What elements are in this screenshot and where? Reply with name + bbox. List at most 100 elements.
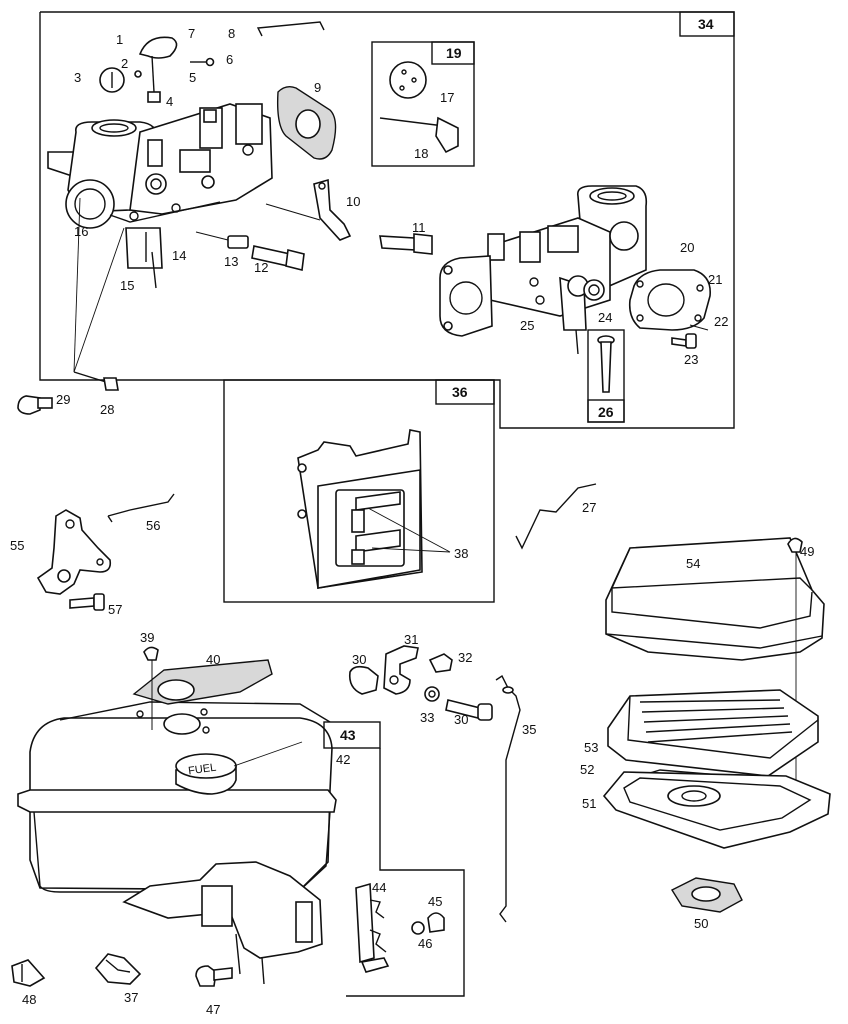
gasket-50 bbox=[670, 877, 743, 913]
label-39: 39 bbox=[140, 630, 154, 645]
link-wire-8 bbox=[256, 21, 325, 37]
label-14: 14 bbox=[172, 248, 186, 263]
base-51 bbox=[602, 771, 831, 849]
label-9: 9 bbox=[314, 80, 321, 95]
label-29: 29 bbox=[56, 392, 70, 407]
label-52: 52 bbox=[580, 762, 594, 777]
label-15: 15 bbox=[120, 278, 134, 293]
spring-13 bbox=[195, 231, 249, 249]
lever-31 bbox=[383, 645, 419, 695]
label-46: 46 bbox=[418, 936, 432, 951]
kit-43-label: 43 bbox=[340, 727, 356, 743]
label-3: 3 bbox=[74, 70, 81, 85]
label-57: 57 bbox=[108, 602, 122, 617]
clip-37 bbox=[94, 953, 142, 985]
label-24: 24 bbox=[598, 310, 612, 325]
label-18: 18 bbox=[414, 146, 428, 161]
part-labels: 1 2 3 4 5 6 7 8 9 10 11 12 13 14 15 16 1… bbox=[10, 26, 814, 1017]
label-2: 2 bbox=[121, 56, 128, 71]
label-7: 7 bbox=[188, 26, 195, 41]
label-33: 33 bbox=[420, 710, 434, 725]
label-44: 44 bbox=[372, 880, 386, 895]
label-48: 48 bbox=[22, 992, 36, 1007]
label-16: 16 bbox=[74, 224, 88, 239]
lever-10 bbox=[265, 178, 352, 241]
bushing-30a bbox=[348, 665, 379, 695]
label-11: 11 bbox=[412, 220, 426, 235]
screw-49 bbox=[787, 537, 803, 820]
label-50: 50 bbox=[694, 916, 708, 931]
gasket-9 bbox=[276, 85, 337, 160]
label-35: 35 bbox=[522, 722, 536, 737]
label-12: 12 bbox=[254, 260, 268, 275]
label-4: 4 bbox=[166, 94, 173, 109]
pump-20-21 bbox=[628, 269, 711, 349]
label-17: 17 bbox=[440, 90, 454, 105]
label-23: 23 bbox=[684, 352, 698, 367]
bolt-47 bbox=[195, 965, 233, 987]
choke-shaft-parts bbox=[99, 36, 215, 103]
bolt-29 bbox=[17, 395, 53, 415]
gasket-40 bbox=[132, 659, 273, 705]
leader-42 bbox=[233, 741, 303, 767]
label-47: 47 bbox=[206, 1002, 220, 1017]
bracket-55 bbox=[36, 509, 112, 595]
kit-43-outline bbox=[323, 721, 465, 997]
screw-12 bbox=[251, 245, 305, 271]
label-51: 51 bbox=[582, 796, 596, 811]
inset-26 bbox=[587, 329, 625, 423]
label-56: 56 bbox=[146, 518, 160, 533]
label-28: 28 bbox=[100, 402, 114, 417]
inset-36-label: 36 bbox=[452, 384, 468, 400]
cover-54 bbox=[605, 537, 825, 661]
label-6: 6 bbox=[226, 52, 233, 67]
screw-11 bbox=[379, 233, 433, 255]
label-42: 42 bbox=[336, 752, 350, 767]
label-5: 5 bbox=[189, 70, 196, 85]
label-30a: 30 bbox=[352, 652, 366, 667]
filter-53 bbox=[607, 689, 819, 777]
inset-36 bbox=[223, 379, 495, 603]
fuel-tank-43: FUEL bbox=[17, 701, 337, 893]
label-13: 13 bbox=[224, 254, 238, 269]
rod-35 bbox=[495, 674, 521, 923]
label-25: 25 bbox=[520, 318, 534, 333]
rod-35-end bbox=[502, 686, 514, 694]
label-32: 32 bbox=[458, 650, 472, 665]
spring-56 bbox=[107, 493, 175, 523]
inset-19-label: 19 bbox=[446, 45, 462, 61]
screw-30b bbox=[445, 699, 493, 721]
label-49: 49 bbox=[800, 544, 814, 559]
fuel-cap-text: FUEL bbox=[187, 762, 217, 778]
label-27: 27 bbox=[582, 500, 596, 515]
tank-bracket bbox=[122, 861, 323, 985]
carburetor-right bbox=[439, 185, 648, 355]
kit-34-label: 34 bbox=[698, 16, 714, 32]
label-10: 10 bbox=[346, 194, 360, 209]
label-21: 21 bbox=[708, 272, 722, 287]
label-38: 38 bbox=[454, 546, 468, 561]
kit-34-outline bbox=[39, 11, 735, 429]
label-40: 40 bbox=[206, 652, 220, 667]
label-22: 22 bbox=[714, 314, 728, 329]
label-55: 55 bbox=[10, 538, 24, 553]
label-8: 8 bbox=[228, 26, 235, 41]
carburetor-left bbox=[47, 103, 273, 289]
clip-44 bbox=[355, 882, 390, 973]
inset-19 bbox=[371, 41, 475, 167]
label-20: 20 bbox=[680, 240, 694, 255]
washer-33 bbox=[424, 686, 440, 702]
label-37: 37 bbox=[124, 990, 138, 1005]
label-53: 53 bbox=[584, 740, 598, 755]
screw-57 bbox=[69, 593, 105, 611]
screw-32 bbox=[428, 653, 453, 673]
leaders-kit bbox=[73, 197, 125, 373]
label-30b: 30 bbox=[454, 712, 468, 727]
screw-45 bbox=[411, 912, 445, 935]
clip-48 bbox=[11, 959, 46, 987]
inset-26-label: 26 bbox=[598, 404, 614, 420]
screw-39 bbox=[143, 646, 159, 730]
screw-28 bbox=[73, 371, 119, 391]
label-31: 31 bbox=[404, 632, 418, 647]
